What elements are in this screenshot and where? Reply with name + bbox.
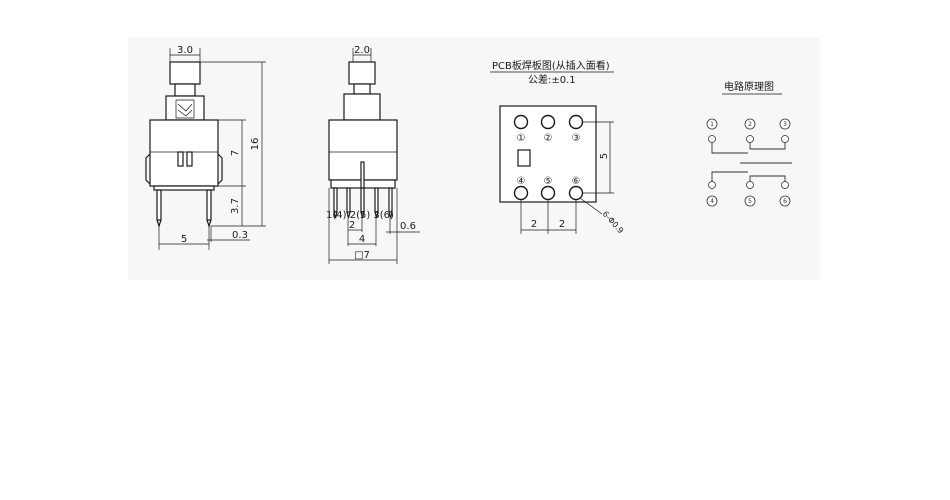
front-pin-labels: 1(4) 2(5) 3(6)	[326, 210, 394, 221]
pcb-pad-4	[513, 185, 529, 201]
side-dim-five: 5	[181, 234, 187, 245]
side-dim-zero-three: 0.3	[232, 230, 248, 241]
schematic-terminal-label-4: 4	[710, 198, 714, 205]
pcb-dim-two-left: 2	[531, 219, 537, 230]
schematic-node-4	[708, 181, 716, 189]
pcb-pad-label-1: ①	[517, 133, 526, 144]
pcb-tolerance: 公差:±0.1	[528, 73, 576, 86]
side-dim-vertical: 7 3.7 16	[200, 61, 266, 227]
pcb-pad-label-3: ③	[572, 133, 581, 144]
front-plunger-cap	[348, 61, 376, 85]
pcb-pad-label-4: ④	[517, 176, 526, 187]
pcb-dim-five: 5	[582, 121, 614, 194]
pcb-view: PCB板焊板图(从插入面看) 公差:±0.1 ① ② ③ ④ ⑤ ⑥ 5	[490, 59, 625, 235]
schematic-node-1	[708, 135, 716, 143]
side-housing	[149, 119, 219, 187]
side-base	[153, 185, 215, 191]
side-slot-left	[177, 151, 184, 167]
schematic-node-5	[746, 181, 754, 189]
schematic-terminal-label-5: 5	[748, 198, 752, 205]
pcb-hole-leader	[579, 197, 603, 215]
side-plunger-mark	[175, 99, 195, 119]
side-dim-top-label: 3.0	[177, 45, 193, 56]
schematic-terminal-1	[706, 118, 718, 130]
side-dim-bottom: 5 0.3	[158, 226, 250, 250]
pcb-title: PCB板焊板图(从插入面看)	[492, 59, 610, 72]
side-dim-top: 3.0	[169, 45, 201, 62]
front-pins	[333, 161, 393, 219]
schematic-terminal-label-3: 3	[783, 121, 787, 128]
pcb-pad-5	[540, 185, 556, 201]
schematic-node-2	[746, 135, 754, 143]
front-dim-zero-six: 0.6	[400, 221, 416, 232]
drawing-panel	[128, 38, 820, 280]
side-dim-three-seven: 3.7	[230, 198, 241, 214]
pcb-dim-five-label: 5	[599, 153, 610, 159]
pcb-pad-1	[513, 114, 529, 130]
schematic-lower-links	[711, 171, 786, 182]
front-dim-top: 2.0	[352, 45, 372, 62]
front-dim-two: 2	[349, 220, 355, 231]
front-dim-bottom: 2 4 0.6 □7	[328, 188, 420, 264]
side-pin-left	[156, 189, 162, 221]
front-plunger-neck	[353, 83, 371, 95]
schematic-terminal-label-6: 6	[783, 198, 787, 205]
schematic-terminal-label-1: 1	[710, 121, 714, 128]
pcb-pad-label-5: ⑤	[544, 176, 553, 187]
side-dim-seven: 7	[230, 150, 241, 156]
schematic-terminal-4	[706, 195, 718, 207]
side-plunger-cap	[169, 61, 201, 85]
schematic-upper-links	[711, 142, 786, 154]
side-clip-left	[145, 153, 151, 185]
schematic-terminal-5	[744, 195, 756, 207]
side-pin-right	[206, 189, 212, 221]
pcb-pad-2	[540, 114, 556, 130]
side-dim-sixteen: 16	[250, 138, 261, 151]
pcb-pad-label-2: ②	[544, 133, 553, 144]
schematic-terminal-2	[744, 118, 756, 130]
pcb-pad-3	[568, 114, 584, 130]
side-plunger-body	[165, 95, 205, 121]
schematic-node-3	[781, 135, 789, 143]
side-view: 3.0 7 3.7 16 5 0.3	[145, 45, 266, 250]
side-plunger-neck	[174, 83, 196, 97]
schematic-title: 电路原理图	[724, 80, 774, 93]
front-view: 2.0 1(4) 2(5) 3(6) 2 4 0.6 □7	[326, 45, 420, 264]
front-dim-square: □7	[354, 250, 370, 261]
front-dim-four: 4	[359, 234, 365, 245]
schematic-terminal-6	[779, 195, 791, 207]
side-slot-right	[186, 151, 193, 167]
pcb-dim-bottom: 2 2	[520, 199, 577, 234]
pcb-center-mark	[517, 149, 531, 167]
schematic-terminal-3	[779, 118, 791, 130]
pcb-dim-two-right: 2	[559, 219, 565, 230]
pcb-pad-6	[568, 185, 584, 201]
schematic-terminal-label-2: 2	[748, 121, 752, 128]
front-dim-top-label: 2.0	[354, 45, 370, 56]
side-clip-right	[217, 153, 223, 185]
pcb-pad-label-6: ⑥	[572, 176, 581, 187]
schematic-node-6	[781, 181, 789, 189]
schematic-view: 电路原理图 1 2 3 4 5 6	[706, 80, 792, 207]
front-plunger-body	[343, 93, 381, 121]
